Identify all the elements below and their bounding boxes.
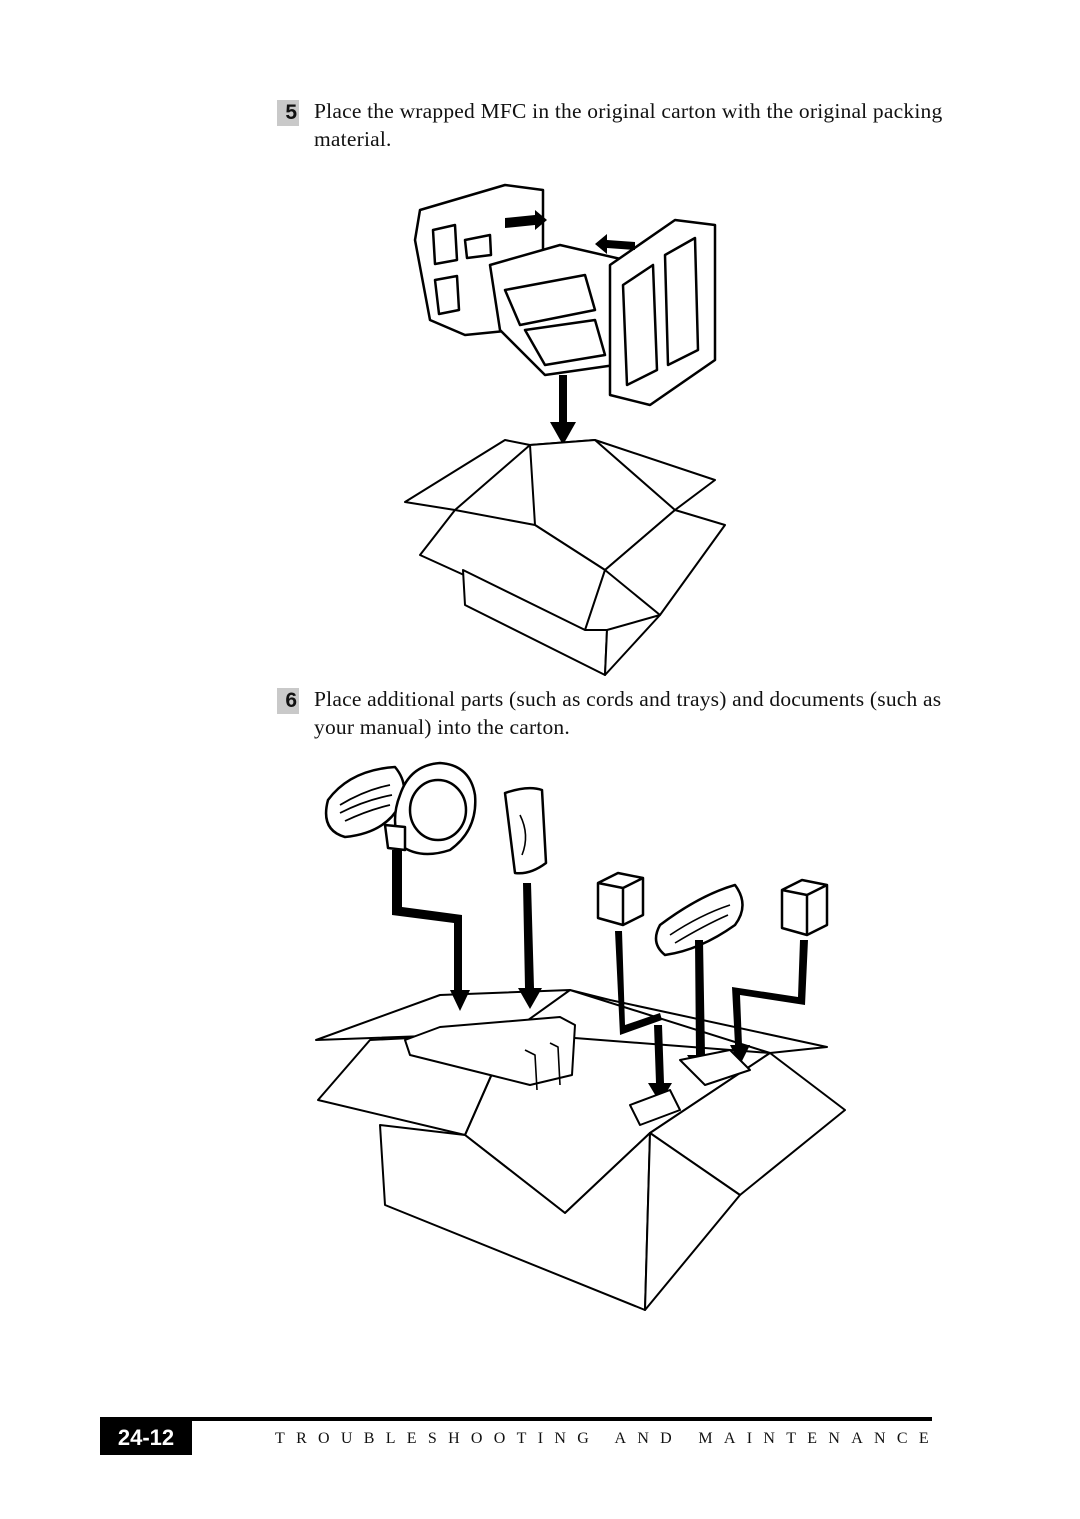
open-carton — [404, 439, 726, 676]
down-arrow-icon — [550, 375, 576, 445]
down-arrow-icon-5 — [687, 940, 713, 1075]
page-number: 24-12 — [100, 1421, 192, 1455]
chapter-title: TROUBLESHOOTING AND MAINTENANCE — [275, 1430, 940, 1447]
mfc-into-carton-illustration — [404, 183, 726, 676]
step-instruction: Place the wrapped MFC in the original ca… — [314, 99, 943, 151]
down-arrow-icon-6 — [730, 940, 808, 1065]
box-in-carton — [629, 1089, 681, 1126]
footer-rule — [100, 1417, 932, 1421]
slide-arrow-icon — [505, 210, 547, 230]
box-in-carton-2 — [679, 1049, 751, 1086]
coiled-cord-icon — [654, 883, 744, 957]
down-arrow-icon-1 — [392, 850, 470, 1011]
down-arrow-icon-3 — [615, 931, 662, 1035]
large-open-carton — [315, 989, 846, 1311]
parts-into-carton-illustration — [315, 761, 846, 1311]
slide-arrow-icon-2 — [595, 234, 635, 254]
step-number: 6 — [277, 688, 299, 714]
step-instruction: Place additional parts (such as cords an… — [314, 687, 942, 739]
down-arrow-icon-2 — [518, 883, 542, 1009]
small-box-icon-2 — [780, 878, 829, 937]
down-arrow-icon-4 — [648, 1025, 672, 1103]
step-number: 5 — [277, 100, 299, 126]
tray-in-carton — [404, 1016, 576, 1086]
